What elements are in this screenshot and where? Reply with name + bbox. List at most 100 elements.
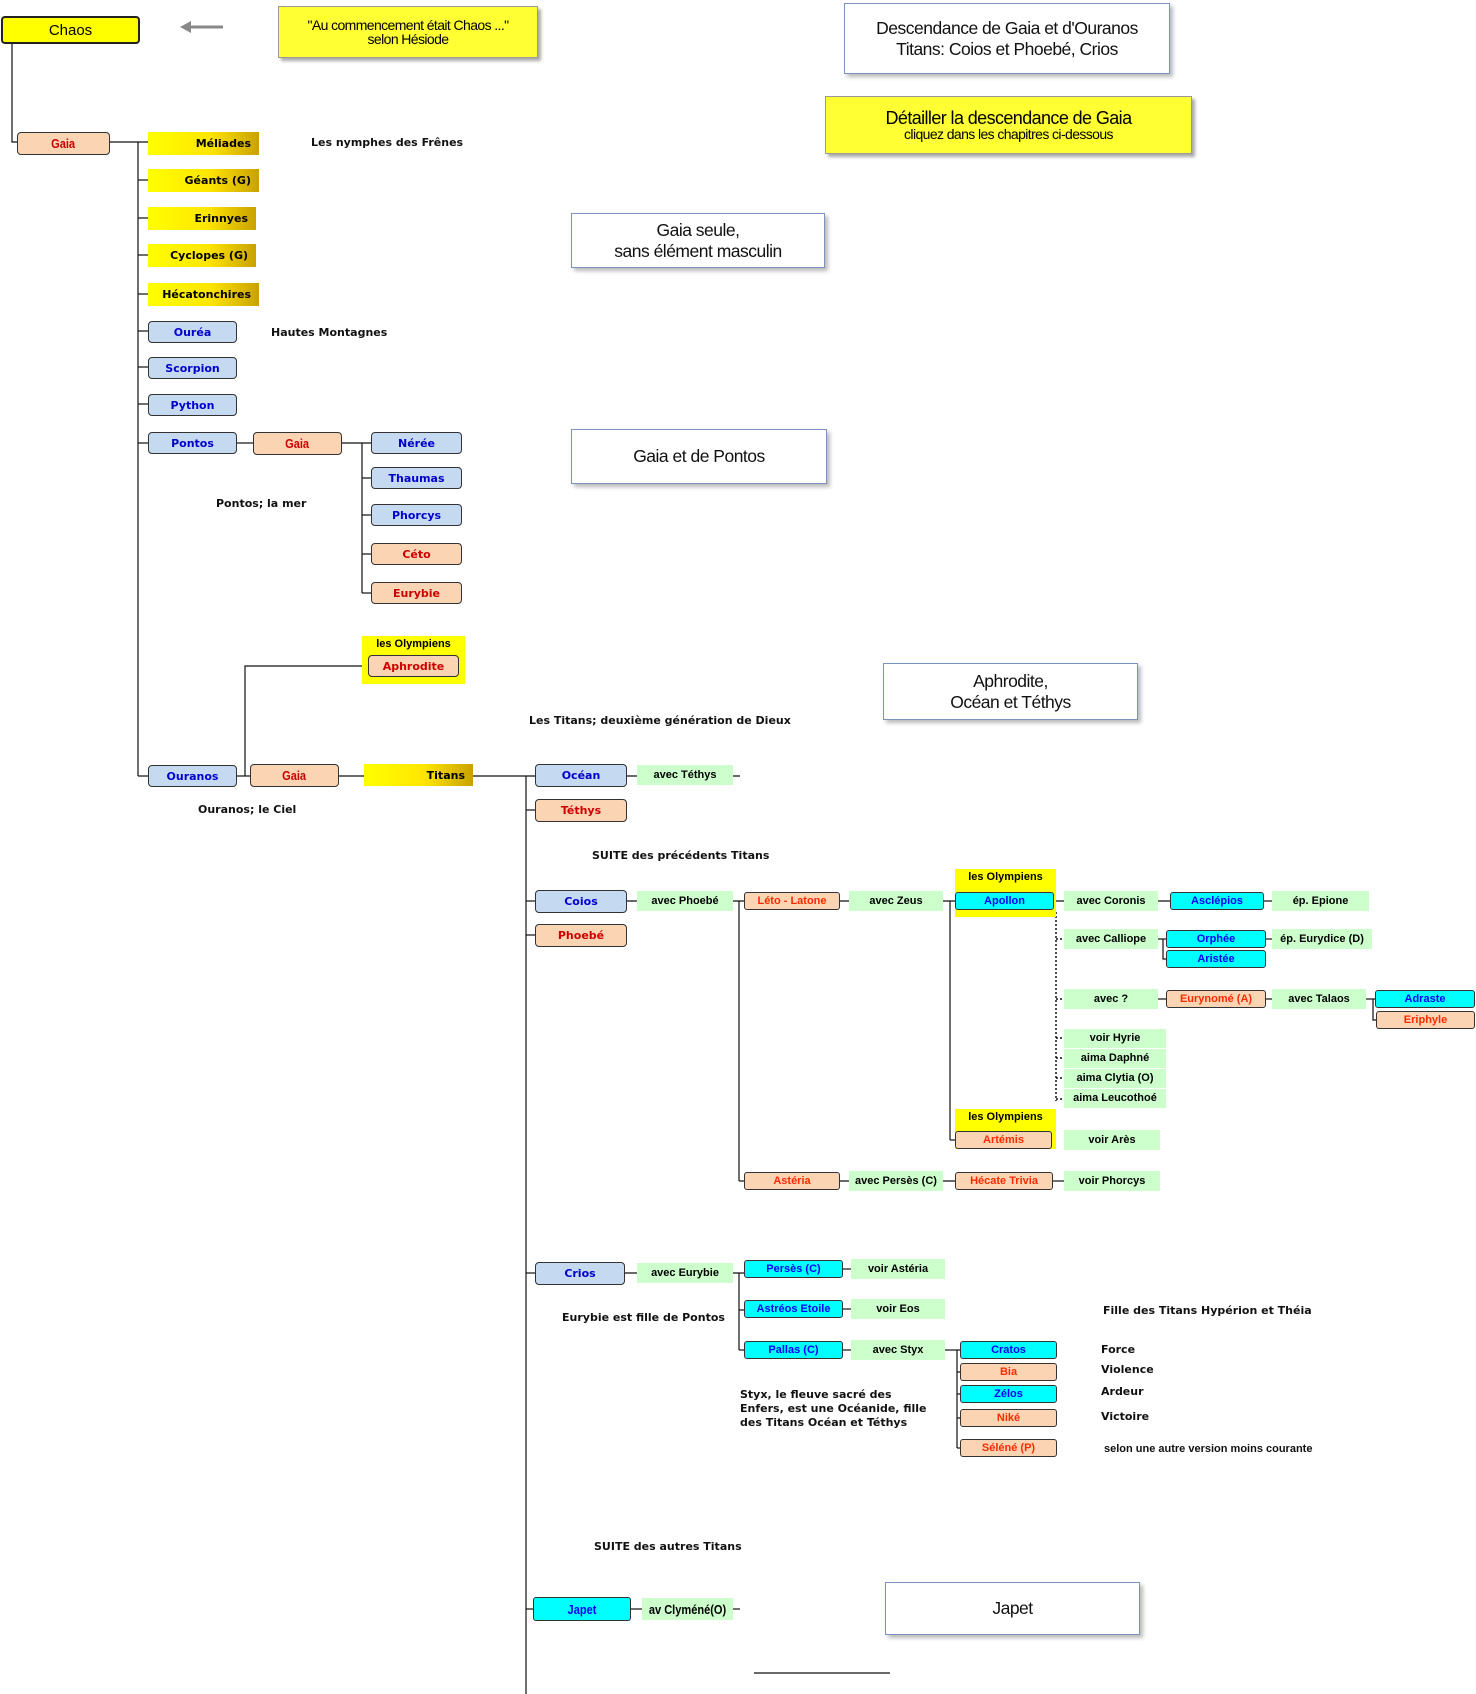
apollon-node[interactable]: Apollon [955, 892, 1054, 910]
link-detail-line-2: cliquez dans les chapitres ci-dessous [904, 126, 1114, 142]
gaia-label: Gaia [51, 136, 76, 151]
meliades-node[interactable]: Méliades [148, 132, 259, 155]
coios-node[interactable]: Coios [535, 890, 627, 913]
zelos-node[interactable]: Zélos [960, 1385, 1057, 1403]
avec-zeus-label: avec Zeus [849, 891, 943, 911]
ep-epione-label: ép. Epione [1272, 891, 1369, 911]
eurynome-node[interactable]: Eurynomé (A) [1166, 990, 1266, 1008]
voir-ares-label: voir Arès [1064, 1130, 1160, 1150]
link-detail-line-1: Détailler la descendance de Gaia [885, 108, 1133, 128]
chaos-node[interactable]: Chaos [1, 16, 140, 44]
avec-calliope-label: avec Calliope [1064, 929, 1158, 949]
avec-eurybie-label: avec Eurybie [637, 1263, 733, 1283]
label-hautes-montagnes: Hautes Montagnes [271, 326, 388, 339]
japet-label: Japet [567, 1601, 597, 1617]
thaumas-node[interactable]: Thaumas [371, 467, 462, 489]
link-japet-box[interactable]: Japet [885, 1582, 1140, 1635]
voir-asteria-label: voir Astéria [851, 1259, 945, 1279]
perses-node[interactable]: Persès (C) [744, 1260, 843, 1278]
label-violence: Violence [1101, 1363, 1154, 1376]
label-autre-version: selon une autre version moins courante [1104, 1443, 1313, 1455]
avec-styx-label: avec Styx [851, 1340, 945, 1360]
label-suite-autres: SUITE des autres Titans [594, 1540, 742, 1553]
orphee-node[interactable]: Orphée [1166, 930, 1266, 948]
link-gaia-seule-line-1: Gaia seule, [656, 219, 740, 240]
label-suite-precedents: SUITE des précédents Titans [592, 849, 770, 862]
cyclopes-node[interactable]: Cyclopes (G) [148, 244, 256, 267]
adraste-node[interactable]: Adraste [1375, 990, 1475, 1008]
aristee-node[interactable]: Aristée [1166, 950, 1266, 968]
voir-eos-label: voir Eos [851, 1299, 945, 1319]
ocean-node[interactable]: Océan [535, 764, 627, 787]
label-fille-titans: Fille des Titans Hypérion et Théia [1103, 1304, 1312, 1317]
bia-node[interactable]: Bia [960, 1363, 1057, 1381]
hecate-node[interactable]: Hécate Trivia [955, 1172, 1053, 1190]
selene-node[interactable]: Séléné (P) [960, 1439, 1057, 1457]
erinnyes-node[interactable]: Erinnyes [148, 207, 256, 230]
link-pontos-box[interactable]: Gaia et de Pontos [571, 429, 827, 484]
label-force: Force [1101, 1343, 1136, 1356]
voir-hyrie-label: voir Hyrie [1064, 1029, 1166, 1048]
label-ardeur: Ardeur [1101, 1385, 1144, 1398]
quote-box: "Au commencement était Chaos ..." selon … [278, 6, 538, 58]
geants-node[interactable]: Géants (G) [148, 169, 259, 192]
artemis-node[interactable]: Artémis [955, 1131, 1052, 1149]
asclepios-node[interactable]: Asclépios [1170, 892, 1264, 910]
avec-perses-label: avec Persès (C) [849, 1171, 943, 1191]
link-titans-box[interactable]: Descendance de Gaia et d'Ouranos Titans:… [844, 3, 1170, 74]
neree-node[interactable]: Nérée [371, 432, 462, 454]
label-styx-2: Enfers, est une Océanide, fille [740, 1402, 927, 1415]
link-detail-box[interactable]: Détailler la descendance de Gaia cliquez… [825, 96, 1192, 154]
japet-node[interactable]: Japet [533, 1597, 631, 1621]
label-eurybie-fille: Eurybie est fille de Pontos [562, 1311, 725, 1324]
gaia-pontos-label: Gaia [285, 436, 310, 451]
link-titans-line-2: Titans: Coios et Phoebé, Crios [896, 38, 1118, 59]
cratos-node[interactable]: Cratos [960, 1341, 1057, 1359]
link-aphrodite-line-2: Océan et Téthys [950, 691, 1071, 712]
aima-daphne-label: aima Daphné [1064, 1049, 1166, 1068]
titans-node[interactable]: Titans [364, 764, 473, 786]
aima-leucothoe-label: aima Leucothoé [1064, 1089, 1166, 1108]
nike-node[interactable]: Niké [960, 1409, 1057, 1427]
aphrodite-node[interactable]: Aphrodite [368, 655, 459, 677]
pontos-node[interactable]: Pontos [148, 432, 237, 454]
gaia-pontos-node[interactable]: Gaia [253, 432, 342, 455]
link-gaia-seule-line-2: sans élément masculin [614, 240, 782, 261]
label-styx-1: Styx, le fleuve sacré des [740, 1388, 892, 1401]
gaia-ouranos-node[interactable]: Gaia [250, 764, 339, 787]
ourea-node[interactable]: Ouréa [148, 321, 237, 343]
ouranos-node[interactable]: Ouranos [148, 765, 237, 787]
avec-coronis-label: avec Coronis [1064, 891, 1158, 911]
link-titans-line-1: Descendance de Gaia et d'Ouranos [876, 17, 1138, 38]
av-clymene-text: av Clyméné(O) [648, 1601, 727, 1617]
asteria-node[interactable]: Astéria [744, 1172, 840, 1190]
avec-talaos-label: avec Talaos [1272, 989, 1366, 1009]
phorcys-node[interactable]: Phorcys [371, 504, 462, 526]
link-aphrodite-line-1: Aphrodite, [973, 670, 1048, 691]
hecatonchires-node[interactable]: Hécatonchires [148, 283, 259, 306]
ceto-node[interactable]: Céto [371, 543, 462, 565]
scorpion-node[interactable]: Scorpion [148, 357, 237, 379]
eurybie-node[interactable]: Eurybie [371, 582, 462, 604]
tethys-node[interactable]: Téthys [535, 799, 627, 822]
label-styx-3: des Titans Océan et Téthys [740, 1416, 908, 1429]
av-clymene-label: av Clyméné(O) [642, 1598, 733, 1620]
aima-clytia-label: aima Clytia (O) [1064, 1069, 1166, 1088]
crios-node[interactable]: Crios [535, 1262, 625, 1285]
label-nymphes: Les nymphes des Frênes [311, 136, 464, 149]
phoebe-node[interactable]: Phoebé [535, 924, 627, 947]
label-titans-generation: Les Titans; deuxième génération de Dieux [529, 714, 791, 727]
ep-eurydice-label: ép. Eurydice (D) [1272, 929, 1372, 949]
avec-q-label: avec ? [1064, 989, 1158, 1009]
link-aphrodite-box[interactable]: Aphrodite, Océan et Téthys [883, 663, 1138, 720]
quote-line-2: selon Hésiode [367, 31, 450, 47]
python-node[interactable]: Python [148, 394, 237, 416]
leto-node[interactable]: Léto - Latone [744, 892, 840, 910]
avec-phoebe-label: avec Phoebé [637, 891, 733, 911]
gaia-node[interactable]: Gaia [17, 132, 110, 155]
voir-phorcys-label: voir Phorcys [1064, 1171, 1160, 1191]
astreos-node[interactable]: Astréos Etoile [744, 1300, 843, 1318]
link-gaia-seule-box[interactable]: Gaia seule, sans élément masculin [571, 213, 825, 268]
eriphyle-node[interactable]: Eriphyle [1376, 1011, 1475, 1029]
pallas-node[interactable]: Pallas (C) [744, 1341, 843, 1359]
